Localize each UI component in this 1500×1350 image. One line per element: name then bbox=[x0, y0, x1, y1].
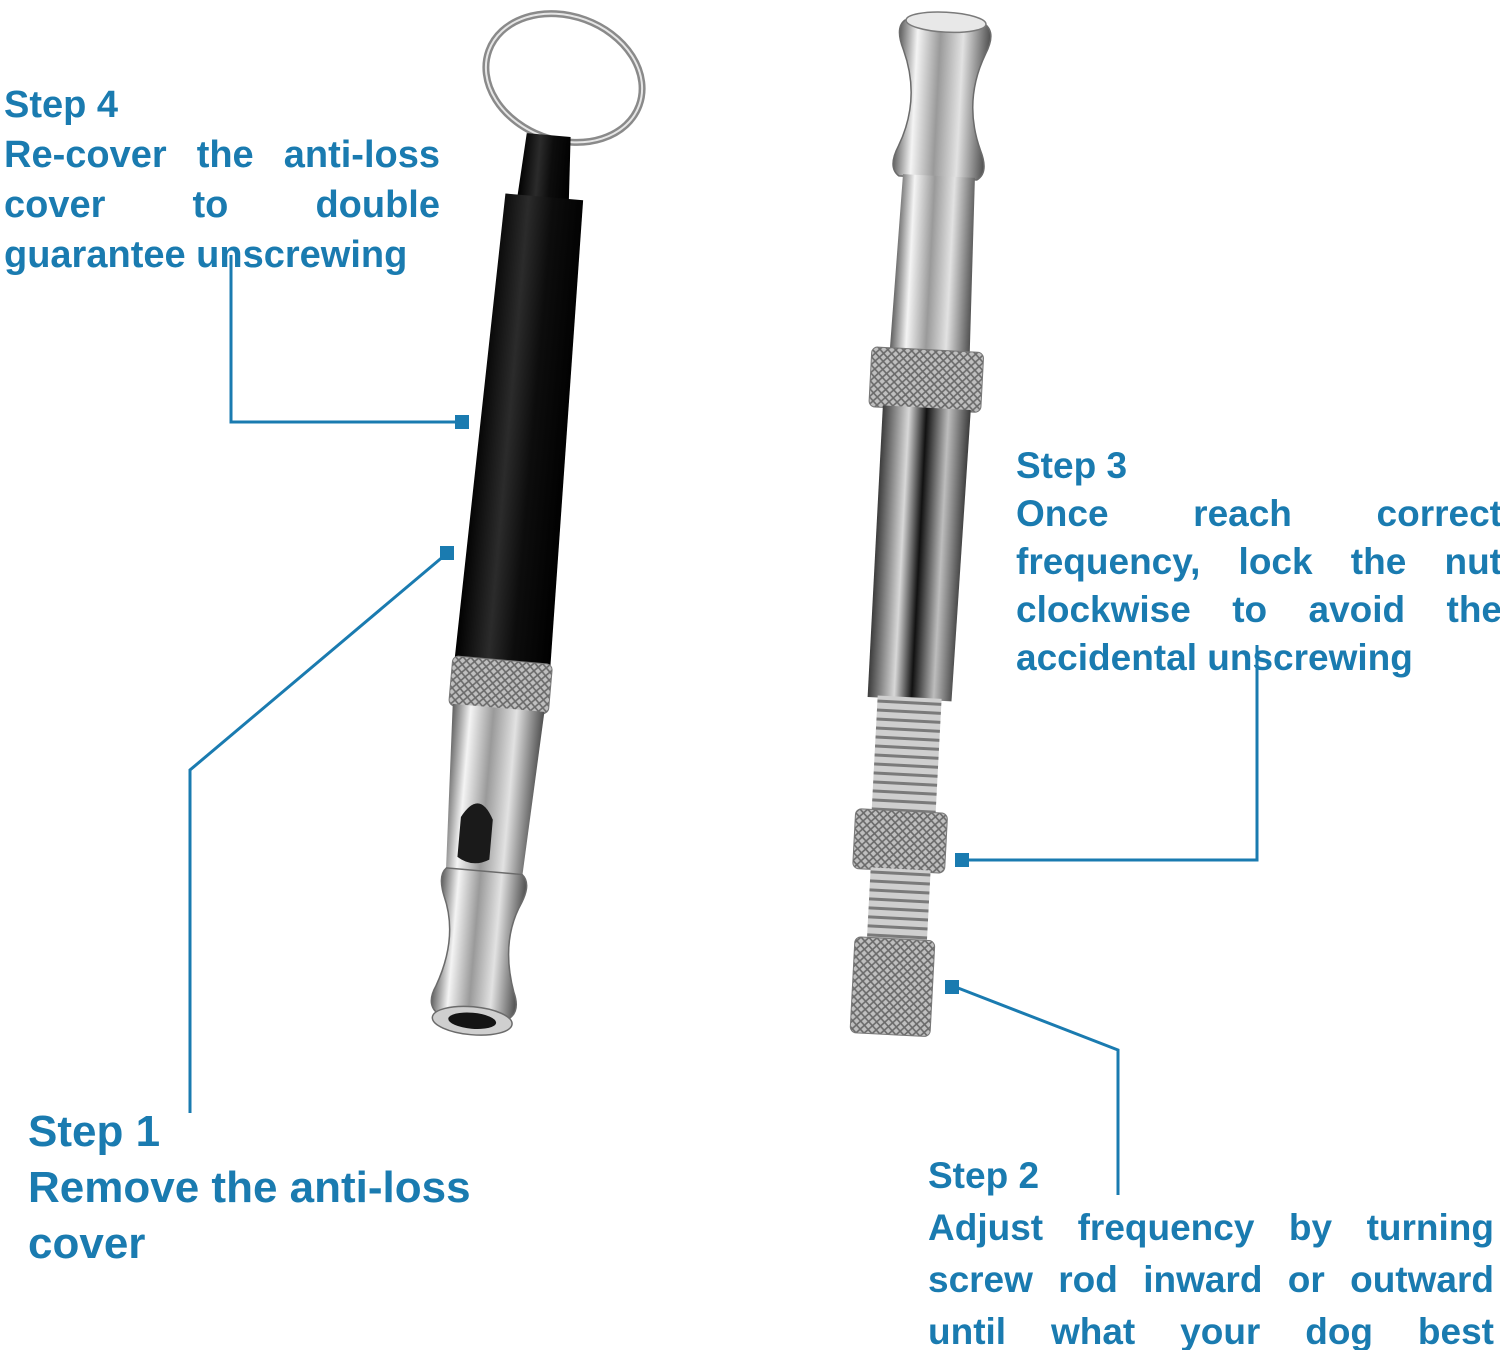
step2-text: Adjust frequency by turning screw rod in… bbox=[928, 1207, 1494, 1350]
step1-leader bbox=[188, 553, 446, 1113]
lock-nut bbox=[852, 808, 948, 874]
end-cap bbox=[849, 936, 936, 1037]
silver-shaft bbox=[445, 703, 545, 883]
callout-markers bbox=[440, 415, 969, 994]
step4-title: Step 4 bbox=[4, 84, 119, 126]
upper-shaft bbox=[889, 174, 975, 354]
silver-whistle bbox=[849, 11, 992, 1037]
step1-callout: Step 1 Remove the anti-loss cover bbox=[28, 1104, 548, 1272]
anti-loss-cap bbox=[516, 133, 571, 205]
step1-title: Step 1 bbox=[28, 1107, 161, 1156]
screw-rod bbox=[871, 695, 942, 817]
step3-marker bbox=[955, 853, 969, 867]
knurled-nut bbox=[868, 346, 984, 413]
step3-text: Once reach correct frequency, lock the n… bbox=[1016, 493, 1500, 678]
top-mouthpiece bbox=[892, 14, 992, 181]
lower-body bbox=[867, 405, 971, 702]
black-whistle bbox=[430, 10, 646, 1036]
step3-title: Step 3 bbox=[1016, 445, 1128, 486]
step2-title: Step 2 bbox=[928, 1155, 1040, 1196]
mouthpiece bbox=[430, 867, 528, 1023]
whistle-slot bbox=[457, 803, 493, 864]
step3-leader bbox=[968, 645, 1259, 862]
black-body bbox=[454, 193, 584, 667]
leader-lines bbox=[188, 255, 1259, 1195]
step2-leader bbox=[957, 986, 1120, 1195]
step4-callout: Step 4 Re-cover the anti-loss cover to d… bbox=[4, 80, 440, 280]
step4-marker bbox=[455, 415, 469, 429]
step1-text: Remove the anti-loss cover bbox=[28, 1163, 471, 1268]
step2-callout: Step 2 Adjust frequency by turning screw… bbox=[928, 1150, 1494, 1350]
step4-text: Re-cover the anti-loss cover to double g… bbox=[4, 134, 440, 276]
step3-callout: Step 3 Once reach correct frequency, loc… bbox=[1016, 442, 1500, 682]
step1-marker bbox=[440, 546, 454, 560]
step4-leader bbox=[229, 255, 455, 424]
step2-marker bbox=[945, 980, 959, 994]
